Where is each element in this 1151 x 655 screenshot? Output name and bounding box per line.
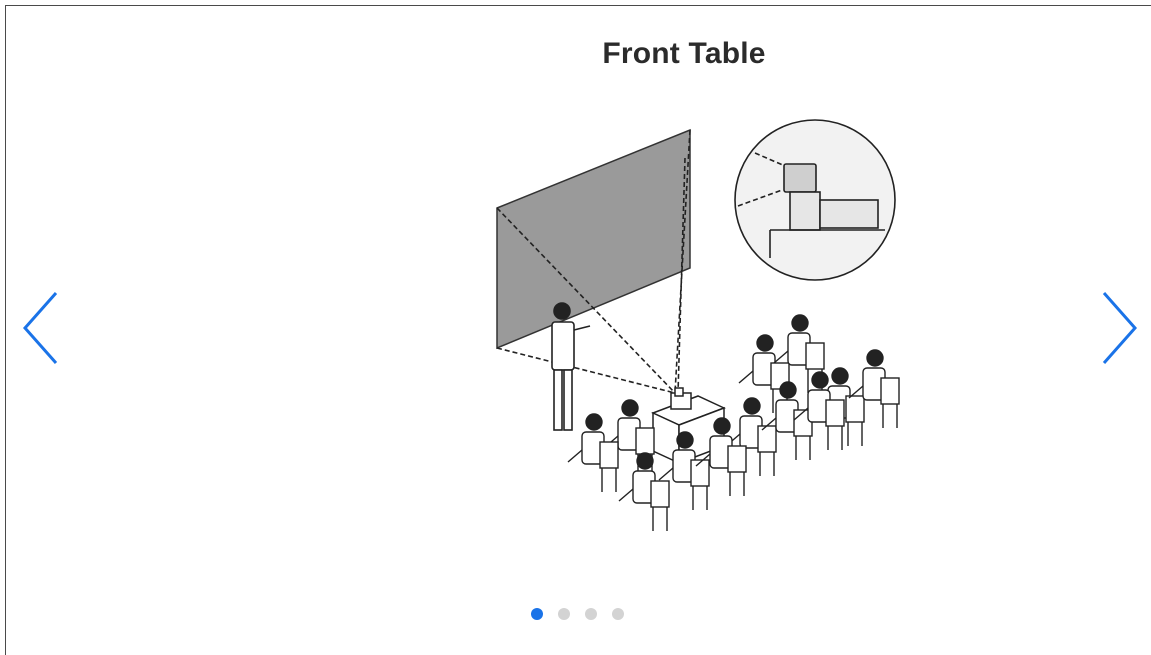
page-dot-2[interactable] xyxy=(558,608,570,620)
page-dot-1[interactable] xyxy=(531,608,543,620)
page-dot-3[interactable] xyxy=(585,608,597,620)
audience-figures xyxy=(568,315,899,531)
presenter-figure xyxy=(552,303,590,430)
previous-slide-button[interactable] xyxy=(18,288,64,368)
slide-title: Front Table xyxy=(0,37,1151,71)
projector-detail-inset xyxy=(735,120,895,280)
page-dot-4[interactable] xyxy=(612,608,624,620)
front-table-projection-illustration xyxy=(470,118,920,563)
next-slide-button[interactable] xyxy=(1096,288,1142,368)
carousel-pagination xyxy=(531,608,624,620)
chevron-right-icon xyxy=(1099,290,1139,366)
chevron-left-icon xyxy=(21,290,61,366)
